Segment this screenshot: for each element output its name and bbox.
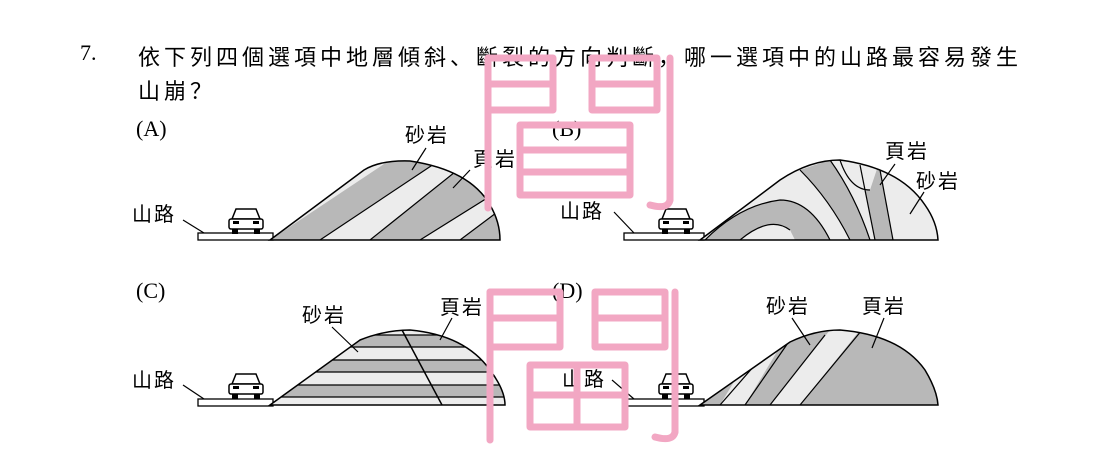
hill-outline-b xyxy=(697,159,939,241)
hill-outline-c xyxy=(267,329,506,406)
sandstone-label: 砂岩 xyxy=(405,123,449,147)
road-label: 山路 xyxy=(560,199,604,223)
shale-label: 頁岩 xyxy=(440,295,484,319)
question-text-line-1: 依下列四個選項中地層傾斜、斷裂的方向判斷，哪一選項中的山路最容易發生 xyxy=(138,46,1023,71)
fault-line xyxy=(401,330,443,405)
sandstone-label: 砂岩 xyxy=(302,303,346,327)
option-c-label: (C) xyxy=(136,278,166,303)
shale-label: 頁岩 xyxy=(473,147,517,171)
sandstone-label: 砂岩 xyxy=(766,294,810,318)
car-icon xyxy=(228,373,264,399)
question-text-line-2: 山崩？ xyxy=(138,80,217,105)
car-icon xyxy=(228,208,264,234)
hill-outline-a xyxy=(267,160,501,241)
road-label: 山路 xyxy=(132,368,176,392)
hill-outline-d xyxy=(697,329,939,406)
sandstone-label: 砂岩 xyxy=(916,169,960,193)
road-label: 山路 xyxy=(562,367,606,391)
road-label: 山路 xyxy=(132,202,176,226)
car-icon xyxy=(658,208,694,234)
shale-label: 頁岩 xyxy=(885,139,929,163)
shale-band xyxy=(270,160,440,240)
option-a-label: (A) xyxy=(136,116,167,141)
shale-label: 頁岩 xyxy=(862,294,906,318)
question-number: 7. xyxy=(80,40,97,65)
